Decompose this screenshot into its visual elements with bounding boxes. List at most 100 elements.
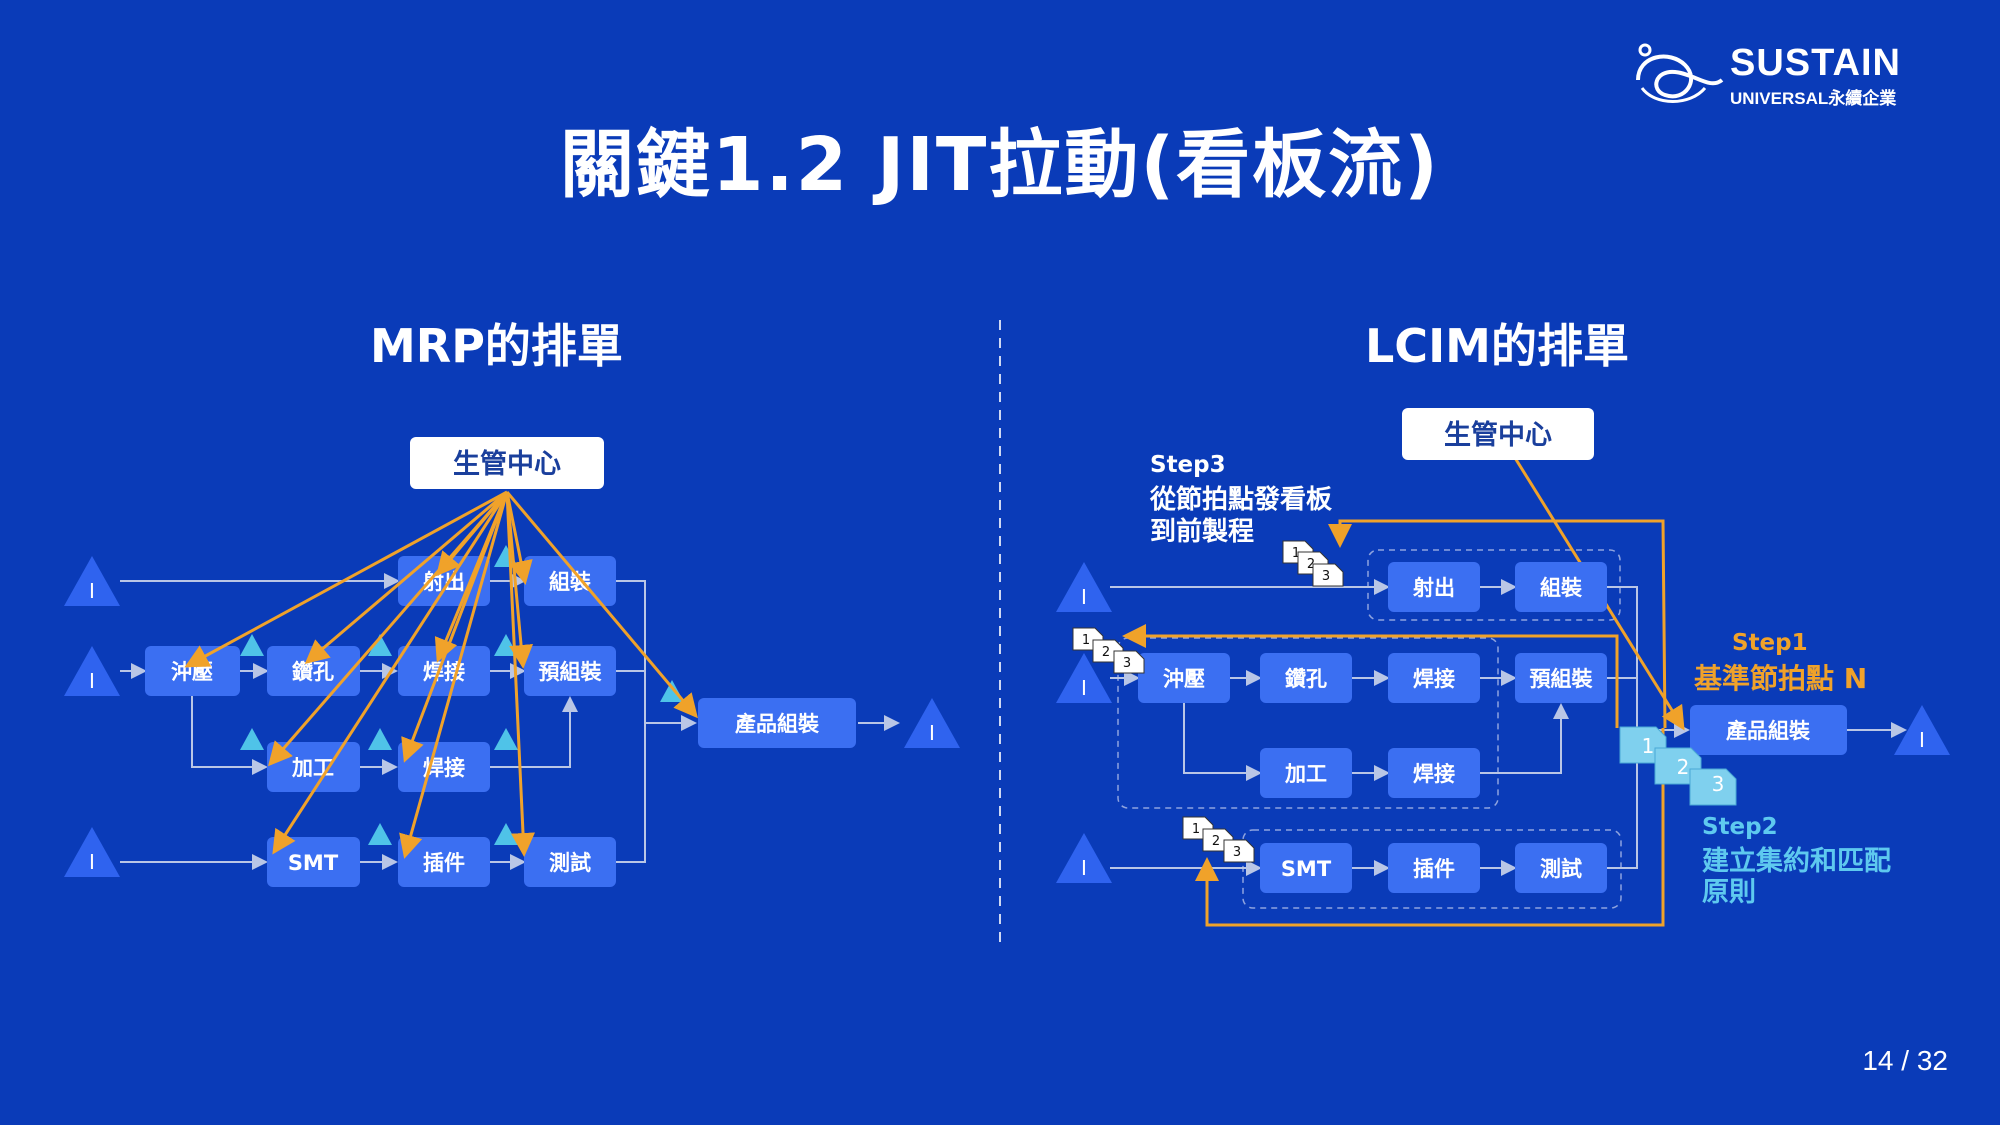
inv-label: I: [1081, 676, 1087, 700]
process-label: 預組裝: [1530, 667, 1594, 691]
kanban-card-number: 3: [1712, 772, 1725, 796]
step3-text-2: 到前製程: [1150, 516, 1254, 547]
step2-label: Step2: [1702, 814, 1778, 840]
inv-label: I: [1919, 728, 1925, 752]
brand-mark-icon: [1636, 43, 1724, 103]
kanban-card-number: 3: [1233, 845, 1241, 860]
page-number: 14 / 32: [1862, 1045, 1948, 1076]
wip-triangle-icon: [494, 728, 518, 750]
process-box-drill: [1260, 653, 1352, 703]
mrp-heading: MRP的排單: [370, 319, 623, 373]
inventory-triangle-icon: [1056, 562, 1112, 612]
inv-label: I: [929, 721, 935, 745]
inv-label: I: [1081, 856, 1087, 880]
lcim-control-center: [1402, 408, 1594, 460]
process-label: 插件: [1413, 857, 1455, 881]
wip-triangle-icon: [368, 823, 392, 845]
process-label: 鑽孔: [1285, 667, 1327, 691]
kanban-card-stack: 1 2 3: [1282, 540, 1344, 587]
inventory-triangle-icon: [1056, 833, 1112, 883]
process-box-product-assembly: [1690, 705, 1847, 755]
kanban-card-stack: 1 2 3: [1072, 627, 1145, 674]
kanban-card-number: 2: [1307, 557, 1315, 572]
process-box-machining: [1260, 748, 1352, 798]
process-box-test: [524, 837, 616, 887]
process-box-weld: [398, 646, 490, 696]
process-label: 插件: [423, 851, 465, 875]
kanban-card-number: 2: [1102, 645, 1110, 660]
kanban-card-number: 1: [1082, 633, 1090, 648]
inv-label: I: [89, 850, 95, 874]
cell-group: [1367, 549, 1621, 621]
inventory-triangle-icon: [1894, 705, 1950, 755]
inv-label: I: [1081, 585, 1087, 609]
process-box-preassembly: [1515, 653, 1607, 703]
brand-subname: UNIVERSAL永續企業: [1730, 89, 1897, 108]
inventory-triangle-icon: [64, 556, 120, 606]
process-box-assembly: [1515, 562, 1607, 612]
process-box-weld: [1388, 653, 1480, 703]
process-label: 射出: [1412, 576, 1455, 600]
mrp-schedule-arrows: [184, 490, 698, 859]
kanban-card-number: 1: [1642, 734, 1655, 758]
kanban-cards: 1 2 3 1 2 3 1 2: [1072, 540, 1344, 863]
process-label: SMT: [1281, 857, 1332, 881]
inv-label: I: [89, 669, 95, 693]
step2-text-2: 原則: [1702, 877, 1756, 908]
process-label: 加工: [1284, 762, 1327, 786]
process-label: 焊接: [1413, 762, 1455, 786]
kanban-card-number: 1: [1292, 546, 1300, 561]
page-title: 關鍵1.2 JIT拉動(看板流): [559, 122, 1441, 208]
process-box-test: [1515, 843, 1607, 893]
step1-label: Step1: [1732, 630, 1808, 656]
process-box-punch: [145, 646, 240, 696]
process-label: 測試: [1540, 857, 1582, 881]
process-label: 沖壓: [1163, 667, 1205, 691]
process-box-insert: [1388, 843, 1480, 893]
lcim-control-center-label: 生管中心: [1444, 420, 1552, 451]
inventory-triangle-icon: [64, 646, 120, 696]
cell-group: [1117, 637, 1499, 809]
mrp-flow: I I I I 生管中: [64, 437, 960, 887]
lcim-heading: LCIM的排單: [1365, 319, 1629, 373]
process-label: 預組裝: [539, 660, 603, 684]
wip-triangle-icon: [494, 823, 518, 845]
step3-text-1: 從節拍點發看板: [1149, 484, 1332, 515]
kanban-card-number: 2: [1212, 834, 1220, 849]
process-box-weld: [1388, 748, 1480, 798]
step2-text-1: 建立集約和匹配: [1702, 845, 1891, 877]
kanban-card-number: 3: [1322, 569, 1330, 584]
kanban-card-stack: 1 2 3: [1182, 816, 1255, 863]
wip-triangle-icon: [368, 634, 392, 656]
process-label: 組裝: [549, 570, 592, 594]
brand-name: SUSTAIN: [1730, 42, 1901, 84]
inventory-triangle-icon: [64, 827, 120, 877]
cyan-kanban-cards: 1 2 3: [1619, 726, 1737, 806]
step1-text: 基準節拍點 N: [1694, 662, 1867, 695]
process-box-drill: [267, 646, 360, 696]
process-box-shot: [1388, 562, 1480, 612]
wip-triangle-icon: [240, 634, 264, 656]
process-label: 焊接: [1413, 667, 1455, 691]
step3-label: Step3: [1150, 452, 1226, 478]
inventory-triangle-icon: [904, 698, 960, 748]
process-box-product-assembly: [698, 698, 856, 748]
wip-triangle-icon: [368, 728, 392, 750]
wip-triangle-icon: [240, 728, 264, 750]
kanban-card-number: 1: [1192, 822, 1200, 837]
process-label: 測試: [549, 851, 591, 875]
process-label: SMT: [288, 851, 339, 875]
inventory-triangle-icon: [1056, 653, 1112, 703]
process-label: 產品組裝: [1726, 719, 1811, 743]
kanban-card-number: 2: [1677, 755, 1690, 779]
mrp-control-center-label: 生管中心: [453, 449, 561, 480]
kanban-card-number: 3: [1123, 656, 1131, 671]
inv-label: I: [89, 579, 95, 603]
mrp-control-center: [410, 437, 604, 489]
process-box-punch: [1138, 653, 1230, 703]
process-label: 組裝: [1540, 576, 1583, 600]
lcim-flow: I I I I 生管中心 射出 組裝 沖壓 鑽孔 焊接 預組: [1056, 408, 1950, 927]
brand-logo: SUSTAIN UNIVERSAL永續企業: [1630, 40, 1950, 110]
